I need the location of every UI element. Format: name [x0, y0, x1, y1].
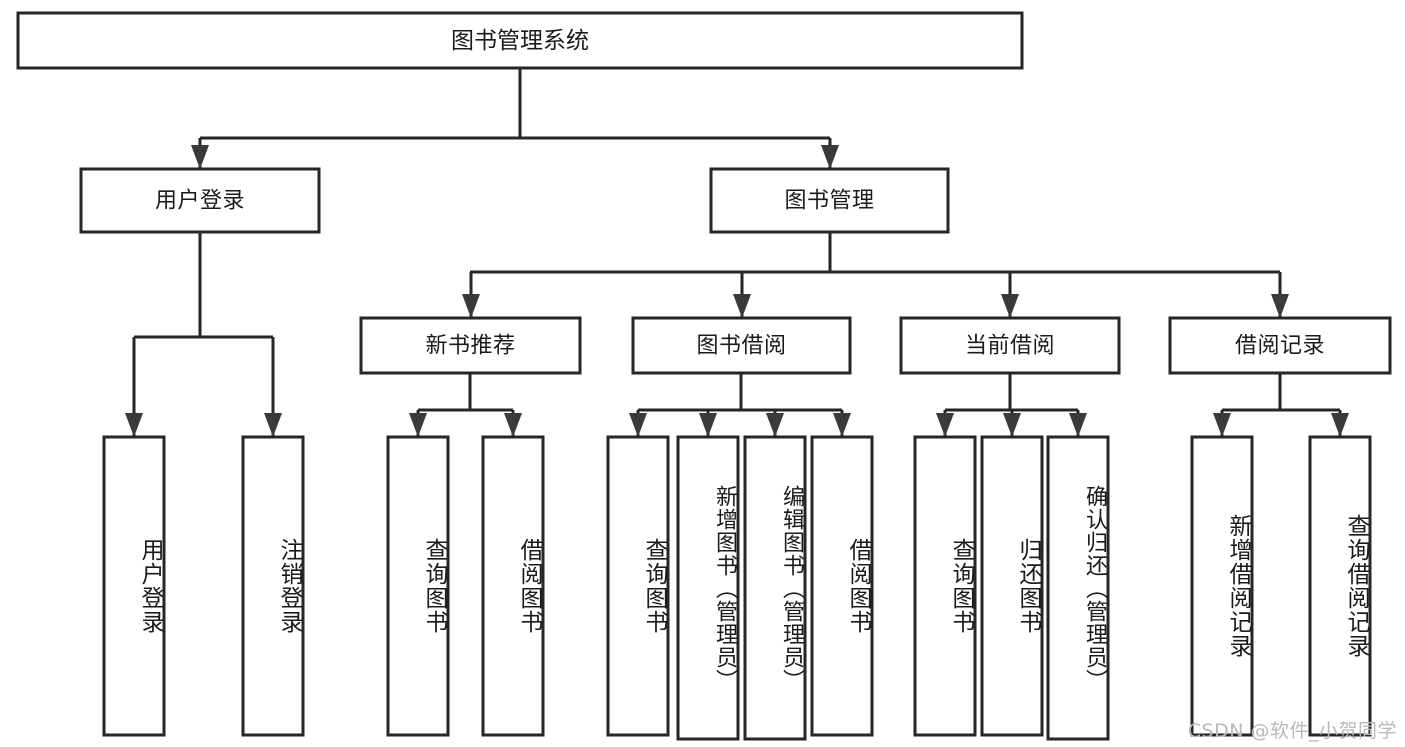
node-label-newbook: 新书推荐 [425, 334, 515, 359]
arrow-head-icon [264, 413, 282, 437]
node-box-root[interactable] [16, 11, 1024, 70]
node-box-leaf-nb-borrow[interactable] [481, 435, 545, 737]
arrow-head-icon [766, 413, 784, 437]
node-box-borrow[interactable] [631, 316, 852, 375]
node-box-leaf-bw-edit[interactable] [743, 435, 807, 741]
boxes-layer [16, 11, 1392, 741]
node-label-bookmgmt: 图书管理 [784, 189, 874, 214]
edges-layer [125, 68, 1349, 437]
node-box-leaf-cur-confirm[interactable] [1046, 435, 1110, 741]
node-box-leaf-user-login[interactable] [102, 435, 166, 737]
arrow-head-icon [733, 294, 751, 318]
node-box-leaf-bw-query[interactable] [606, 435, 670, 737]
node-box-leaf-rec-query[interactable] [1308, 435, 1372, 737]
arrow-head-icon [1213, 413, 1231, 437]
arrow-head-icon [1271, 294, 1289, 318]
arrow-head-icon [191, 145, 209, 169]
node-label-root: 图书管理系统 [451, 28, 589, 54]
arrow-head-icon [629, 413, 647, 437]
node-label-login: 用户登录 [155, 189, 245, 214]
arrow-head-icon [1069, 413, 1087, 437]
node-label-borrow: 图书借阅 [696, 334, 786, 359]
node-box-login[interactable] [79, 167, 321, 234]
arrow-head-icon [409, 413, 427, 437]
node-box-current[interactable] [899, 316, 1121, 375]
arrow-head-icon [1003, 413, 1021, 437]
node-box-leaf-bw-borrow[interactable] [810, 435, 874, 737]
node-box-newbook[interactable] [359, 316, 582, 375]
node-box-records[interactable] [1168, 316, 1392, 375]
node-box-leaf-logout[interactable] [241, 435, 305, 737]
arrow-head-icon [936, 413, 954, 437]
arrow-head-icon [821, 145, 839, 169]
node-label-records: 借阅记录 [1235, 334, 1325, 359]
node-box-leaf-cur-query[interactable] [913, 435, 977, 737]
arrow-head-icon [833, 413, 851, 437]
node-label-current: 当前借阅 [965, 334, 1055, 359]
arrow-head-icon [125, 413, 143, 437]
node-box-leaf-rec-add[interactable] [1190, 435, 1254, 737]
node-box-leaf-nb-query[interactable] [386, 435, 450, 737]
arrow-head-icon [1331, 413, 1349, 437]
arrow-head-icon [504, 413, 522, 437]
node-box-leaf-cur-return[interactable] [980, 435, 1044, 737]
watermark-text: CSDN @软件_小贺同学 [1187, 720, 1397, 742]
node-box-bookmgmt[interactable] [709, 167, 950, 234]
arrow-head-icon [462, 294, 480, 318]
arrow-head-icon [1001, 294, 1019, 318]
arrow-head-icon [699, 413, 717, 437]
node-box-leaf-bw-add[interactable] [676, 435, 740, 741]
